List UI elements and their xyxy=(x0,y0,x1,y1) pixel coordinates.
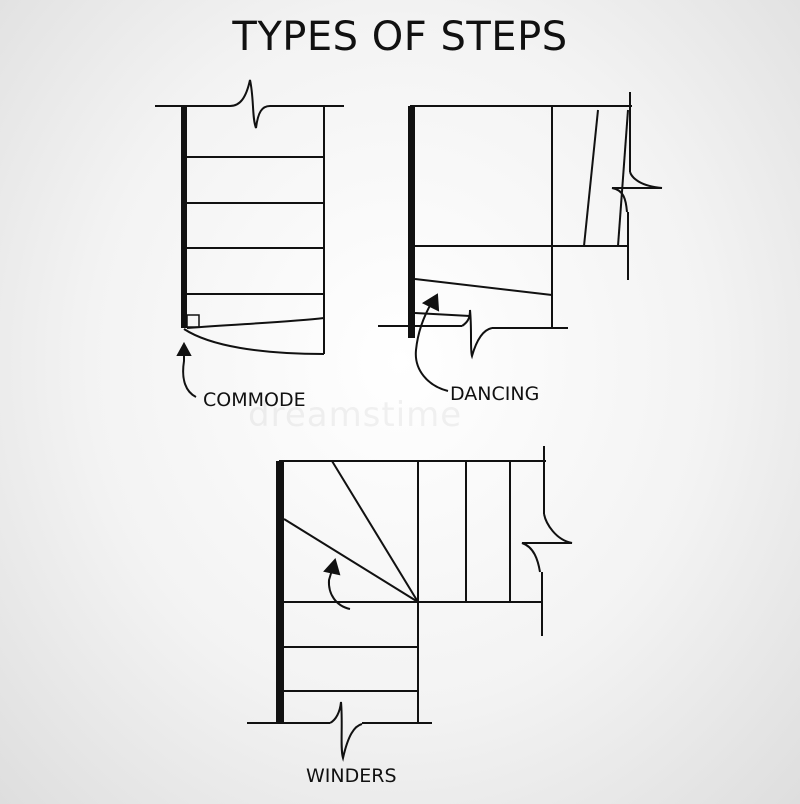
winders-break-symbol xyxy=(521,513,573,573)
dancing-angled-tread-4 xyxy=(414,312,471,317)
dancing-break-symbol xyxy=(611,171,663,213)
winders-plan xyxy=(247,446,573,762)
commode-corner-square xyxy=(186,314,200,328)
commode-break-symbol xyxy=(229,79,271,129)
commode-label: COMMODE xyxy=(203,389,306,411)
dancing-angled-tread-2 xyxy=(617,109,629,247)
winders-arrowhead xyxy=(323,557,341,576)
commode-arrow xyxy=(182,350,197,398)
dancing-wall xyxy=(408,106,415,338)
commode-bottom-curve xyxy=(183,328,325,355)
dancing-angled-tread-1 xyxy=(583,109,599,247)
commode-arrowhead xyxy=(176,341,192,356)
page-title: TYPES OF STEPS xyxy=(232,14,568,60)
winders-radial-1 xyxy=(331,460,419,603)
dancing-arrow xyxy=(414,301,449,392)
commode-plan xyxy=(155,79,344,398)
commode-curved-step xyxy=(186,317,325,329)
watermark: dreamstime xyxy=(248,395,463,435)
winders-break-symbol-bottom xyxy=(329,701,363,762)
winders-arrow xyxy=(327,569,351,610)
winders-wall xyxy=(276,461,284,723)
winders-radial-2 xyxy=(283,518,419,603)
commode-wall xyxy=(181,106,187,328)
dancing-label: DANCING xyxy=(450,383,540,405)
dancing-angled-tread-3 xyxy=(414,278,553,296)
winders-label: WINDERS xyxy=(306,765,397,787)
dancing-arrowhead xyxy=(421,293,440,312)
dancing-break-symbol-bottom xyxy=(461,309,493,360)
dancing-plan xyxy=(378,92,663,392)
